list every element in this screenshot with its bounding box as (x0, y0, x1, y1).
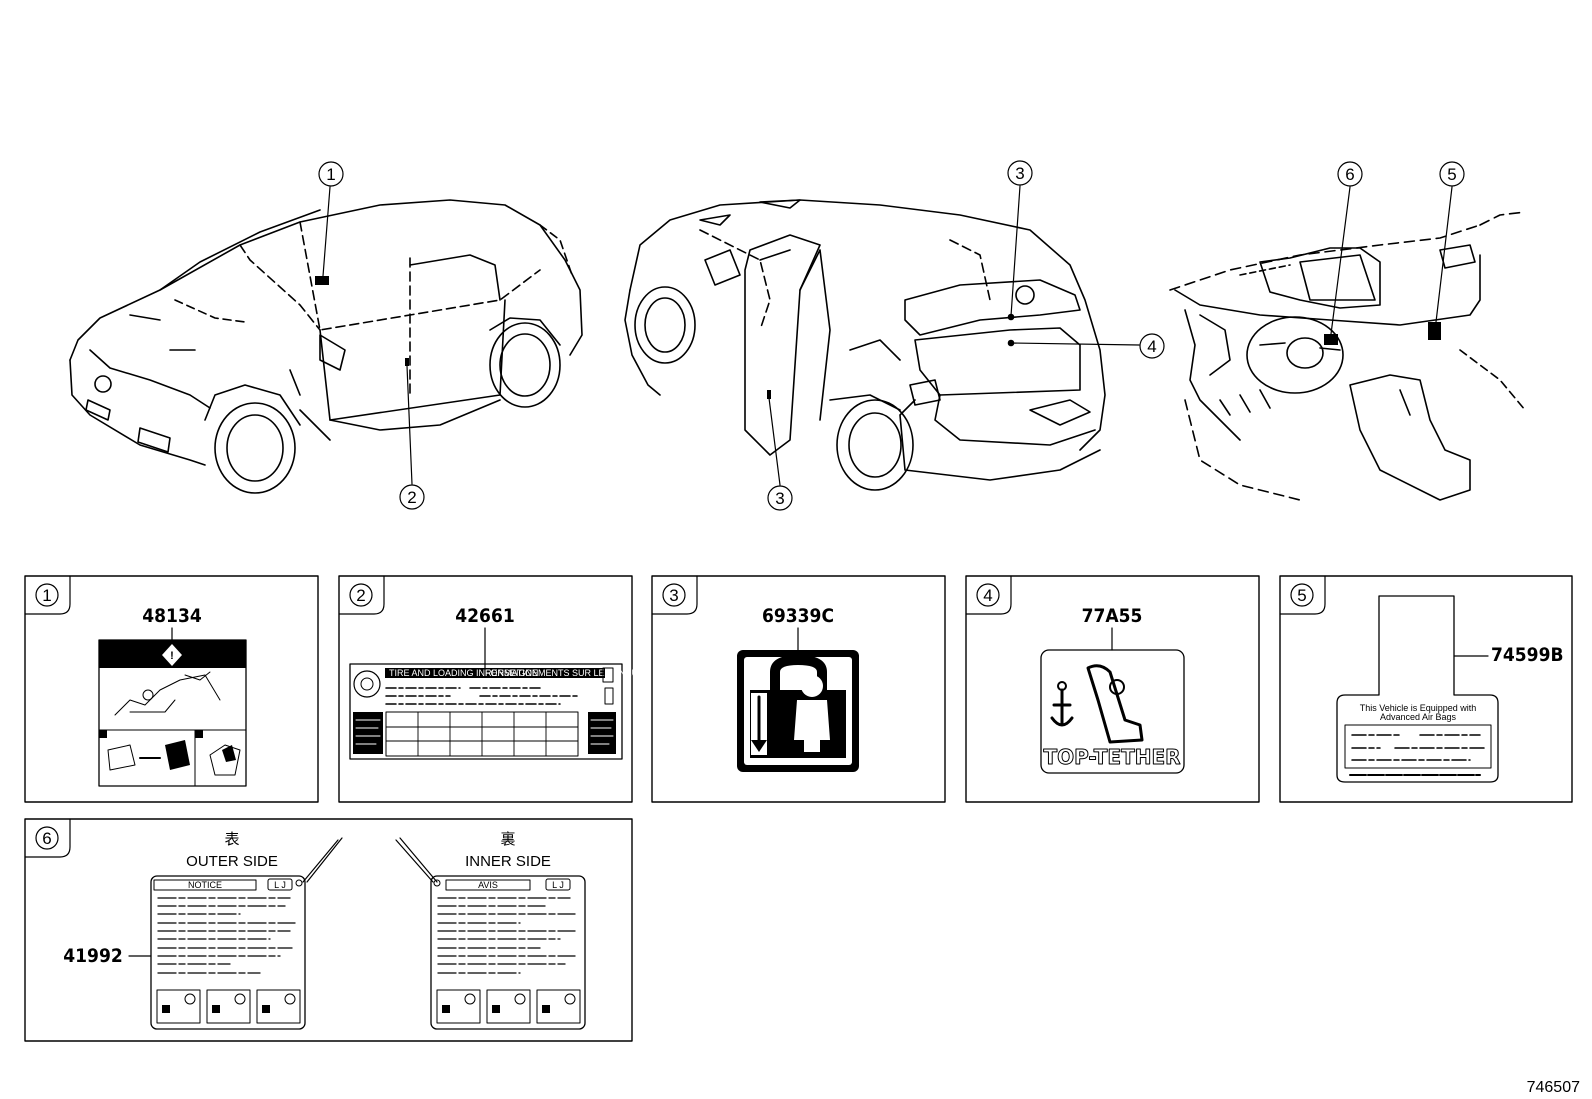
svg-text:2: 2 (407, 488, 416, 507)
callout-3-top: 3 (1007, 160, 1033, 317)
child-seat-anchor-icon (737, 650, 859, 772)
svg-text:3: 3 (775, 489, 784, 508)
callout-2: 2 (399, 365, 425, 510)
callout-4: 4 (1010, 333, 1165, 359)
car-rear-view (624, 199, 1106, 491)
outer-side-title: OUTER SIDE (186, 853, 278, 870)
svg-text:RENSEIGNEMENTS SUR LES PNEUS E: RENSEIGNEMENTS SUR LES PNEUS ET LE CHARG… (485, 668, 738, 678)
part-number-48134: 48134 (142, 605, 202, 627)
svg-text:表: 表 (224, 830, 239, 848)
part-number-77A55: 77A55 (1082, 605, 1143, 627)
svg-text:L J: L J (274, 880, 286, 890)
svg-text:L J: L J (552, 880, 564, 890)
part-number-41992: 41992 (63, 945, 122, 967)
svg-text:4: 4 (1147, 337, 1156, 356)
svg-text:6: 6 (42, 829, 51, 848)
svg-text:裏: 裏 (500, 830, 515, 848)
panel-6: 6 表 OUTER SIDE NOTICE L J 41992 裏 INNER … (24, 818, 633, 1042)
top-tether-caption: TOP-TETHER (1043, 745, 1180, 769)
panel-2: 2 42661 TIRE AND LOADING INFORMATION REN… (338, 575, 738, 803)
svg-text:This Vehicle is Equipped with: This Vehicle is Equipped with (1360, 703, 1477, 713)
panel-4: 4 77A55 TOP-TETHER (965, 575, 1260, 803)
callout-1: 1 (318, 161, 344, 277)
panel-3: 3 69339C (651, 575, 946, 803)
svg-text:Advanced Air Bags: Advanced Air Bags (1380, 712, 1457, 722)
svg-text:6: 6 (1345, 165, 1354, 184)
svg-text:3: 3 (669, 586, 678, 605)
svg-text:!: ! (170, 650, 174, 662)
part-number-74599B: 74599B (1491, 644, 1564, 666)
svg-text:NOTICE: NOTICE (188, 880, 222, 890)
svg-text:1: 1 (326, 165, 335, 184)
inner-side-title: INNER SIDE (465, 853, 551, 870)
svg-text:AVIS: AVIS (478, 880, 498, 890)
svg-text:1: 1 (42, 586, 51, 605)
panel-1: 1 48134 ! (24, 575, 319, 803)
callout-3-bottom: 3 (767, 397, 793, 511)
svg-text:5: 5 (1297, 586, 1306, 605)
panel-5: 5 74599B This Vehicle is Equipped with A… (1279, 575, 1573, 803)
top-tether-anchor-icon (1050, 664, 1144, 744)
diagram-id: 746507 (1527, 1079, 1580, 1096)
part-number-69339C: 69339C (762, 605, 834, 627)
car-front-view (69, 199, 583, 494)
dashboard-view (1169, 211, 1526, 501)
part-number-42661: 42661 (455, 605, 514, 627)
svg-text:5: 5 (1447, 165, 1456, 184)
callout-6: 6 (1330, 161, 1363, 335)
callout-5: 5 (1435, 161, 1465, 323)
svg-text:2: 2 (356, 586, 365, 605)
svg-text:TIRE AND LOADING INFORMATION: TIRE AND LOADING INFORMATION (389, 668, 538, 678)
svg-text:4: 4 (983, 586, 992, 605)
svg-text:3: 3 (1015, 164, 1024, 183)
